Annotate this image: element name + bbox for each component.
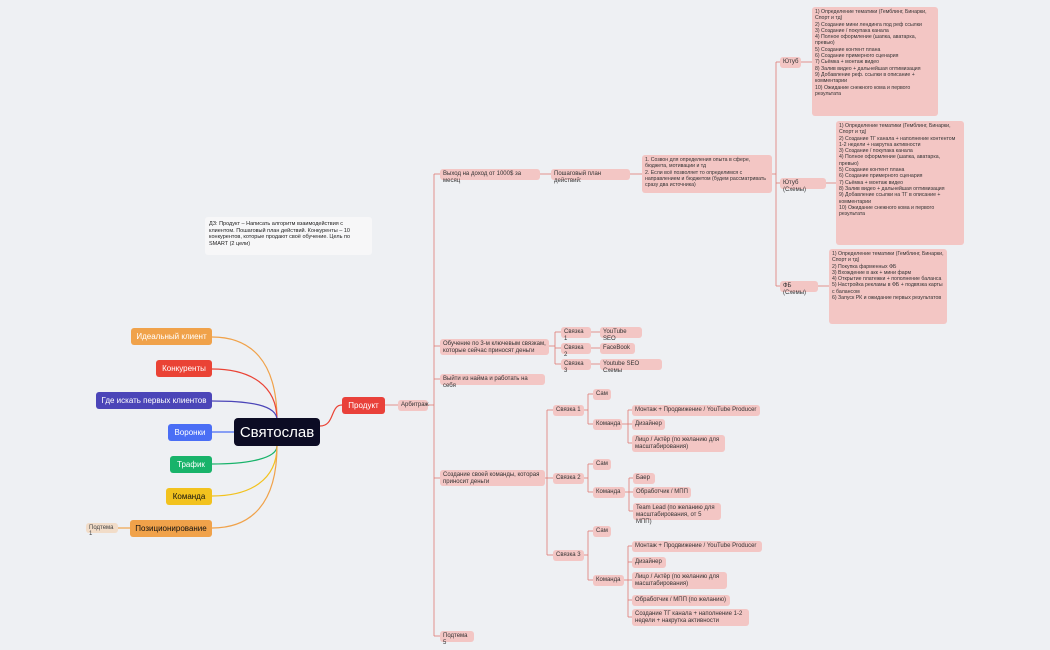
source-fb-schemes[interactable]: ФБ (Схемы) xyxy=(780,281,818,296)
subtopic-5[interactable]: Подтема 5 xyxy=(440,631,474,646)
team-bundle-3-team[interactable]: Команда xyxy=(593,575,624,586)
product-node[interactable]: Продукт xyxy=(342,397,385,414)
team-bundle-1[interactable]: Связка 1 xyxy=(553,405,584,416)
team-bundle-2-member[interactable]: Баер xyxy=(633,473,655,484)
goal-income[interactable]: Выход на доход от 1000$ за месяц xyxy=(440,169,540,184)
link-where-clients xyxy=(211,400,278,421)
training-bundle-1[interactable]: Связка 1 xyxy=(561,327,591,342)
team-bundle-1-member[interactable]: Дизайнер xyxy=(632,419,665,430)
team-bundle-3-member[interactable]: Дизайнер xyxy=(632,557,666,568)
team-bundle-2[interactable]: Связка 2 xyxy=(553,473,584,484)
branch-team[interactable]: Команда xyxy=(166,488,212,505)
link-team xyxy=(211,445,278,497)
branch-positioning[interactable]: Позиционирование xyxy=(130,520,212,537)
branch-traffic[interactable]: Трафик xyxy=(170,456,212,473)
link-traffic xyxy=(211,445,278,465)
training-bundle-3-value[interactable]: Youtube SEO Схемы xyxy=(600,359,662,374)
team-bundle-2-member[interactable]: Team Lead (по желанию для масштабировани… xyxy=(633,503,721,525)
training-bundle-1-value[interactable]: YouTube SEO xyxy=(600,327,642,342)
source-youtube[interactable]: Ютуб xyxy=(780,57,801,68)
link-competitors xyxy=(211,368,278,421)
training-bundle-2[interactable]: Связка 2 xyxy=(561,343,591,358)
link-product xyxy=(319,404,343,427)
team-bundle-1-team[interactable]: Команда xyxy=(593,419,622,430)
team-bundle-2-member[interactable]: Обработчик / МПП xyxy=(633,487,691,498)
team-bundle-3-member[interactable]: Лицо / Актёр (по желанию для масштабиров… xyxy=(632,572,727,589)
team-bundle-3-self[interactable]: Сам xyxy=(593,526,611,537)
goal-quit-job[interactable]: Выйти из найма и работать на себя xyxy=(440,374,545,389)
team-bundle-1-member[interactable]: Монтаж + Продвижение / YouTube Producer xyxy=(632,405,760,416)
arbitrage-node[interactable]: Арбитраж xyxy=(398,400,429,411)
team-bundle-3-member[interactable]: Монтаж + Продвижение / YouTube Producer xyxy=(632,541,762,552)
step-plan-text: 1. Созвон для определения опыта в сфере,… xyxy=(642,155,772,193)
link-positioning xyxy=(211,445,278,529)
team-bundle-2-team[interactable]: Команда xyxy=(593,487,625,498)
goal-training[interactable]: Обучение по 3-м ключевым связкам, которы… xyxy=(440,339,549,355)
youtube-schemes-steps: 1) Определение тематики (Гемблинг, Бинар… xyxy=(836,121,964,245)
training-bundle-3[interactable]: Связка 3 xyxy=(561,359,591,374)
subtopic-1[interactable]: Подтема 1 xyxy=(86,523,118,537)
branch-ideal-client[interactable]: Идеальный клиент xyxy=(131,328,212,345)
branch-funnels[interactable]: Воронки xyxy=(168,424,212,441)
root-node[interactable]: Святослав xyxy=(234,418,320,446)
team-bundle-3[interactable]: Связка 3 xyxy=(553,550,584,561)
team-bundle-3-member[interactable]: Создание ТГ канала + наполнение 1-2 неде… xyxy=(632,609,749,626)
fb-schemes-steps: 1) Определение тематики (Гемблинг, Бинар… xyxy=(829,249,947,324)
branch-where-clients[interactable]: Где искать первых клиентов xyxy=(96,392,212,409)
training-bundle-2-value[interactable]: FaceBook xyxy=(600,343,635,354)
team-bundle-3-member[interactable]: Обработчик / МПП (по желанию) xyxy=(632,595,730,606)
source-youtube-schemes[interactable]: Ютуб (Схемы) xyxy=(780,178,826,193)
team-bundle-1-self[interactable]: Сам xyxy=(593,389,611,400)
youtube-steps: 1) Определение тематики (Гемблинг, Бинар… xyxy=(812,7,938,116)
goal-own-team[interactable]: Создание своей команды, которая приносит… xyxy=(440,470,545,486)
homework-note: ДЗ: Продукт – Написать алгоритм взаимоде… xyxy=(205,217,372,255)
step-plan-label[interactable]: Пошаговый план действий: xyxy=(551,169,630,184)
link-ideal-client xyxy=(211,336,278,421)
team-bundle-1-member[interactable]: Лицо / Актёр (по желанию для масштабиров… xyxy=(632,435,725,452)
team-bundle-2-self[interactable]: Сам xyxy=(593,459,611,470)
branch-competitors[interactable]: Конкуренты xyxy=(156,360,212,377)
